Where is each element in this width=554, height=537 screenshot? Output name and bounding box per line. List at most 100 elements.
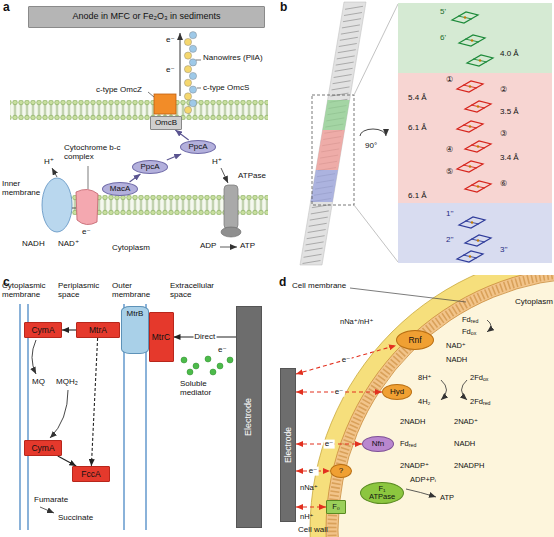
part-label: Cell wall [298,526,328,535]
metabolite: 2Fdox [470,374,488,383]
ion: nH⁺ [300,513,314,521]
electron: e⁻ [82,228,91,237]
heme-number: ④ [446,146,453,155]
node-text: MtrA [89,326,107,335]
node-text: Rnf [408,336,421,345]
node-text: CymA [31,444,54,453]
node-text: ? [339,467,343,475]
fcca-protein: FccA [72,466,110,482]
mtrc-protein: MtrC [149,312,174,362]
maca-protein: MacA [102,182,138,196]
part-label: Nanowires (PilA) [203,54,263,63]
metabolite: 2NADH [400,418,425,426]
cell [310,275,554,537]
metabolite: Fumarate [34,496,68,505]
metabolite: ATP [240,242,255,251]
unknown-protein: ? [330,464,352,478]
metabolite: MQH₂ [56,378,78,387]
connector [130,174,141,182]
distance: 5.4 Å [408,94,427,103]
metabolite: 4H₂ [418,398,431,406]
ppca-protein: PpcA [180,140,216,154]
heme-number: ② [500,86,507,95]
panel-letter: b [280,1,287,14]
electron: e⁻ [218,346,227,355]
connector [91,338,97,466]
region-label: Cytoplasmic membrane [2,282,58,300]
cytochrome-bc [76,189,98,224]
heme-number: ① [446,76,453,85]
heme-stack [452,12,493,262]
edge-label: e⁻ [341,355,352,364]
edge-label: e⁻ [308,467,319,476]
fiber-side-view [300,2,366,265]
part-label: ATPase [238,172,266,181]
metabolite: Fdox [462,328,476,337]
metabolite: NADH [22,240,45,249]
node-text: F₀ [332,503,340,511]
cyma-protein: CymA [24,322,62,338]
node-text: F₁ [378,485,385,493]
electron: e⁻ [166,36,175,45]
node-text: PpcA [140,163,159,171]
ion: nNa⁺/nH⁺ [340,318,373,326]
connector [167,154,181,160]
red-subunit [398,73,552,203]
node-text: Electrode [284,427,293,463]
connector [175,130,188,140]
connector [296,345,396,374]
part-label: c-type OmcZ [96,86,142,95]
metabolite: MQ [32,378,45,387]
node-text: FccA [81,470,100,479]
node-text: Hyd [390,388,404,396]
soluble-mediator [181,356,233,375]
node-text: MtrC [152,333,170,342]
electrode: Electrode [236,306,262,528]
distance: 3.5 Å [500,108,519,117]
part-label: Cell membrane [292,282,346,291]
metabolite: 2NAD⁺ [454,418,478,426]
metabolite: ADP [200,242,216,251]
node-text: Anode in MFC or Fe₂O₃ in sediments [72,12,220,21]
distance: 4.0 Å [500,50,519,59]
green-subunit [398,3,552,73]
metabolite: ADP+Pᵢ [410,476,436,484]
electron: e⁻ [166,66,175,75]
metabolite: ATP [440,494,454,502]
region-label: Outer membrane [112,282,156,300]
part-label: Cytochrome b-c complex [64,144,126,162]
node-text: MacA [110,185,130,193]
metabolite: 2NADPH [454,462,484,470]
outer-membrane [10,100,268,120]
heme-number: 5' [440,8,446,17]
panel-letter: a [3,1,10,14]
distance: 6.1 Å [408,192,427,201]
heme-number: 3'' [500,246,508,255]
ion: nNa⁺ [300,484,318,492]
nanowire [184,32,196,114]
rotation-label: 90° [365,142,377,151]
metabolite: 2NADP⁺ [400,462,429,470]
ion: H⁺ [212,158,222,167]
region-label: Cytoplasm [515,298,553,307]
mtrb-barrel: MtrB [121,306,149,354]
metabolite: NADH [446,356,467,364]
connector [62,329,76,330]
metabolite: Fdred [400,440,416,449]
heme-number: ③ [500,130,507,139]
blue-subunit [398,203,552,263]
part-label: Soluble mediator [180,380,232,398]
heme-number: 6' [440,34,446,43]
atpase-symbol [224,185,238,229]
node-text: Nfn [372,440,384,448]
nadh-dehydrogenase [42,178,72,232]
distance: 3.4 Å [500,154,519,163]
metabolite: 2Fdred [470,398,491,407]
cyma-protein: CymA [24,440,62,456]
node-text: CymA [31,326,54,335]
ppca-protein: PpcA [132,160,168,174]
part-label: c-type OmcS [203,84,249,93]
rnf-complex: Rnf [396,330,434,350]
